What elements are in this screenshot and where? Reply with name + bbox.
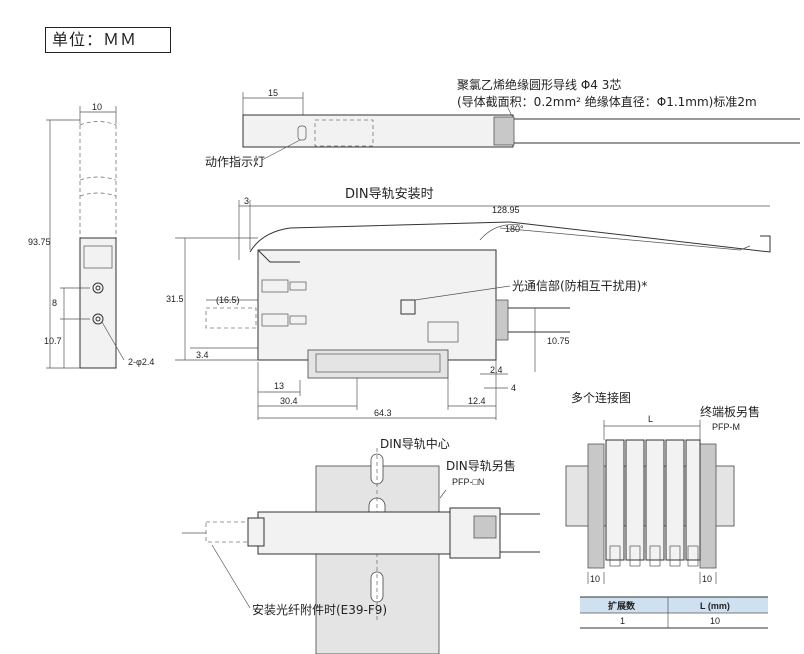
- dim-10-75: 10.75: [547, 336, 570, 346]
- din-sold-label: DIN导轨另售: [446, 458, 516, 473]
- din-front-view: DIN导轨安装时 3 128.95 180° 31.5 (16.5) 3.4 1…: [166, 187, 771, 420]
- optical-comm-label: 光通信部(防相互干扰用)*: [512, 278, 647, 293]
- fiber-attach-label: 安装光纤附件时(E39-F9): [252, 602, 387, 617]
- din-bottom-view: DIN导轨中心 DIN导轨另售 PFP-□N 安装光纤附件时(E39-F9): [182, 436, 540, 654]
- dim-4: 4: [511, 383, 516, 393]
- dim-angle-180: 180°: [505, 224, 524, 234]
- top-view: 15 聚氯乙烯绝缘圆形导线 Φ4 3芯 (导体截面积：0.2mm² 绝缘体直径：…: [205, 77, 800, 169]
- dim-3: 3: [244, 196, 249, 206]
- end-plate-label: 终端板另售: [700, 404, 760, 419]
- cable-spec-line2: (导体截面积：0.2mm² 绝缘体直径：Φ1.1mm)标准2m: [457, 94, 757, 109]
- dim-93-75: 93.75: [28, 237, 51, 247]
- unit-label: 单位：ＭＭ: [45, 27, 171, 53]
- dim-3-4: 3.4: [196, 350, 209, 360]
- dim-10-7: 10.7: [44, 336, 62, 346]
- table-cell-count: 1: [620, 616, 625, 626]
- dim-128-95: 128.95: [492, 205, 520, 215]
- dim-64-3: 64.3: [374, 408, 392, 418]
- din-mount-title: DIN导轨安装时: [345, 187, 434, 202]
- dim-12-4: 12.4: [468, 396, 486, 406]
- din-center-label: DIN导轨中心: [380, 436, 450, 451]
- dim-31-5: 31.5: [166, 294, 184, 304]
- multi-conn-title: 多个连接图: [571, 390, 631, 405]
- end-plate-model: PFP-M: [712, 422, 740, 432]
- dim-L: L: [648, 414, 653, 424]
- dim-10-right: 10: [702, 574, 712, 584]
- multi-connection-view: 多个连接图 L 终端板另售 PFP-M 10 10: [565, 390, 760, 584]
- table-header-count: 扩展数: [608, 600, 636, 611]
- dim-30-4: 30.4: [280, 396, 298, 406]
- dim-side-10: 10: [92, 102, 102, 112]
- cable-spec-line1: 聚氯乙烯绝缘圆形导线 Φ4 3芯: [457, 77, 621, 92]
- dim-2-4: 2.4: [490, 365, 503, 375]
- dim-13: 13: [274, 381, 284, 391]
- indicator-label: 动作指示灯: [205, 154, 265, 169]
- dim-10-left: 10: [590, 574, 600, 584]
- dim-hole: 2-φ2.4: [128, 357, 154, 367]
- table-cell-L: 10: [710, 616, 720, 626]
- extension-table: 扩展数 L (mm) 1 10: [580, 596, 768, 629]
- table-header-L: L (mm): [700, 601, 730, 611]
- side-view: 10 93.75 8 10.7 2-φ2.4: [28, 102, 154, 369]
- dim-16-5: (16.5): [216, 295, 240, 305]
- dim-top-15: 15: [268, 88, 278, 98]
- dim-8: 8: [52, 298, 57, 308]
- din-model-label: PFP-□N: [452, 477, 484, 487]
